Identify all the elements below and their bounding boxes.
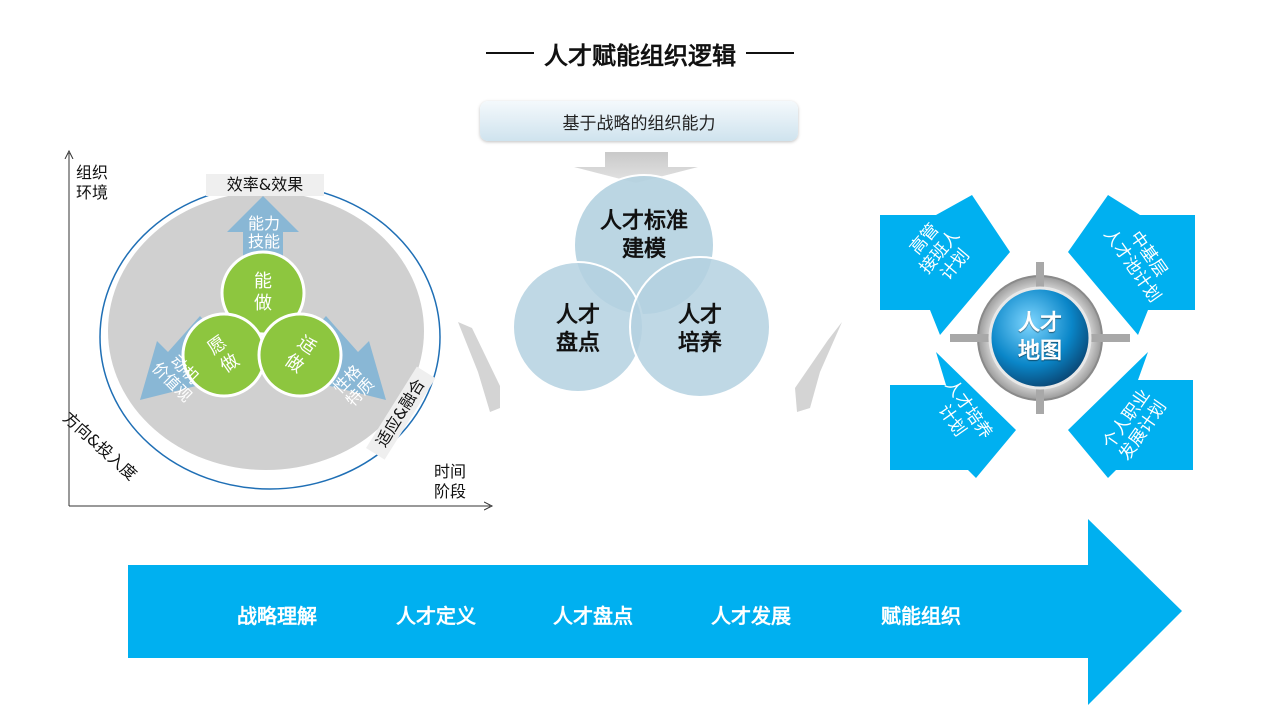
center-text: 人才 地图 bbox=[1017, 311, 1062, 364]
step-strategy: 战略理解 bbox=[237, 604, 317, 628]
gray-arrow-left bbox=[458, 322, 500, 412]
bottom-arrow bbox=[128, 519, 1182, 705]
circle-can-do bbox=[220, 250, 306, 336]
circle-fit-do bbox=[257, 312, 343, 398]
x-axis-label: 时间 阶段 bbox=[434, 462, 467, 501]
gray-arrow-right bbox=[795, 322, 842, 412]
arrow-up-text: 能力 技能 bbox=[247, 214, 280, 251]
venn-right bbox=[629, 256, 771, 398]
venn-left-text: 人才 盘点 bbox=[555, 303, 600, 356]
step-develop: 人才发展 bbox=[711, 604, 791, 628]
venn-right-text: 人才 培养 bbox=[677, 303, 722, 356]
center-ball bbox=[988, 286, 1092, 390]
gray-arrow-down bbox=[574, 152, 698, 183]
quad-bottom-left bbox=[890, 352, 1016, 478]
step-define: 人才定义 bbox=[396, 604, 476, 628]
title-text: 人才赋能组织逻辑 bbox=[544, 41, 736, 70]
tag-efficiency: 效率&效果 bbox=[206, 174, 324, 196]
y-axis-label: 组织 环境 bbox=[76, 163, 109, 202]
step-inventory: 人才盘点 bbox=[553, 604, 633, 628]
circle-can-do-text: 能 做 bbox=[254, 271, 272, 314]
step-empower: 赋能组织 bbox=[881, 604, 961, 628]
title-rule-right bbox=[746, 52, 794, 54]
title-rule-left bbox=[486, 52, 534, 54]
quad-top-right bbox=[1068, 195, 1195, 335]
page-title: 人才赋能组织逻辑 bbox=[0, 32, 1280, 71]
strategy-box: 基于战略的组织能力 bbox=[480, 101, 798, 141]
quad-top-left bbox=[880, 195, 1010, 335]
quad-bottom-right bbox=[1068, 352, 1193, 478]
venn-top-text: 人才标准 建模 bbox=[599, 209, 688, 262]
